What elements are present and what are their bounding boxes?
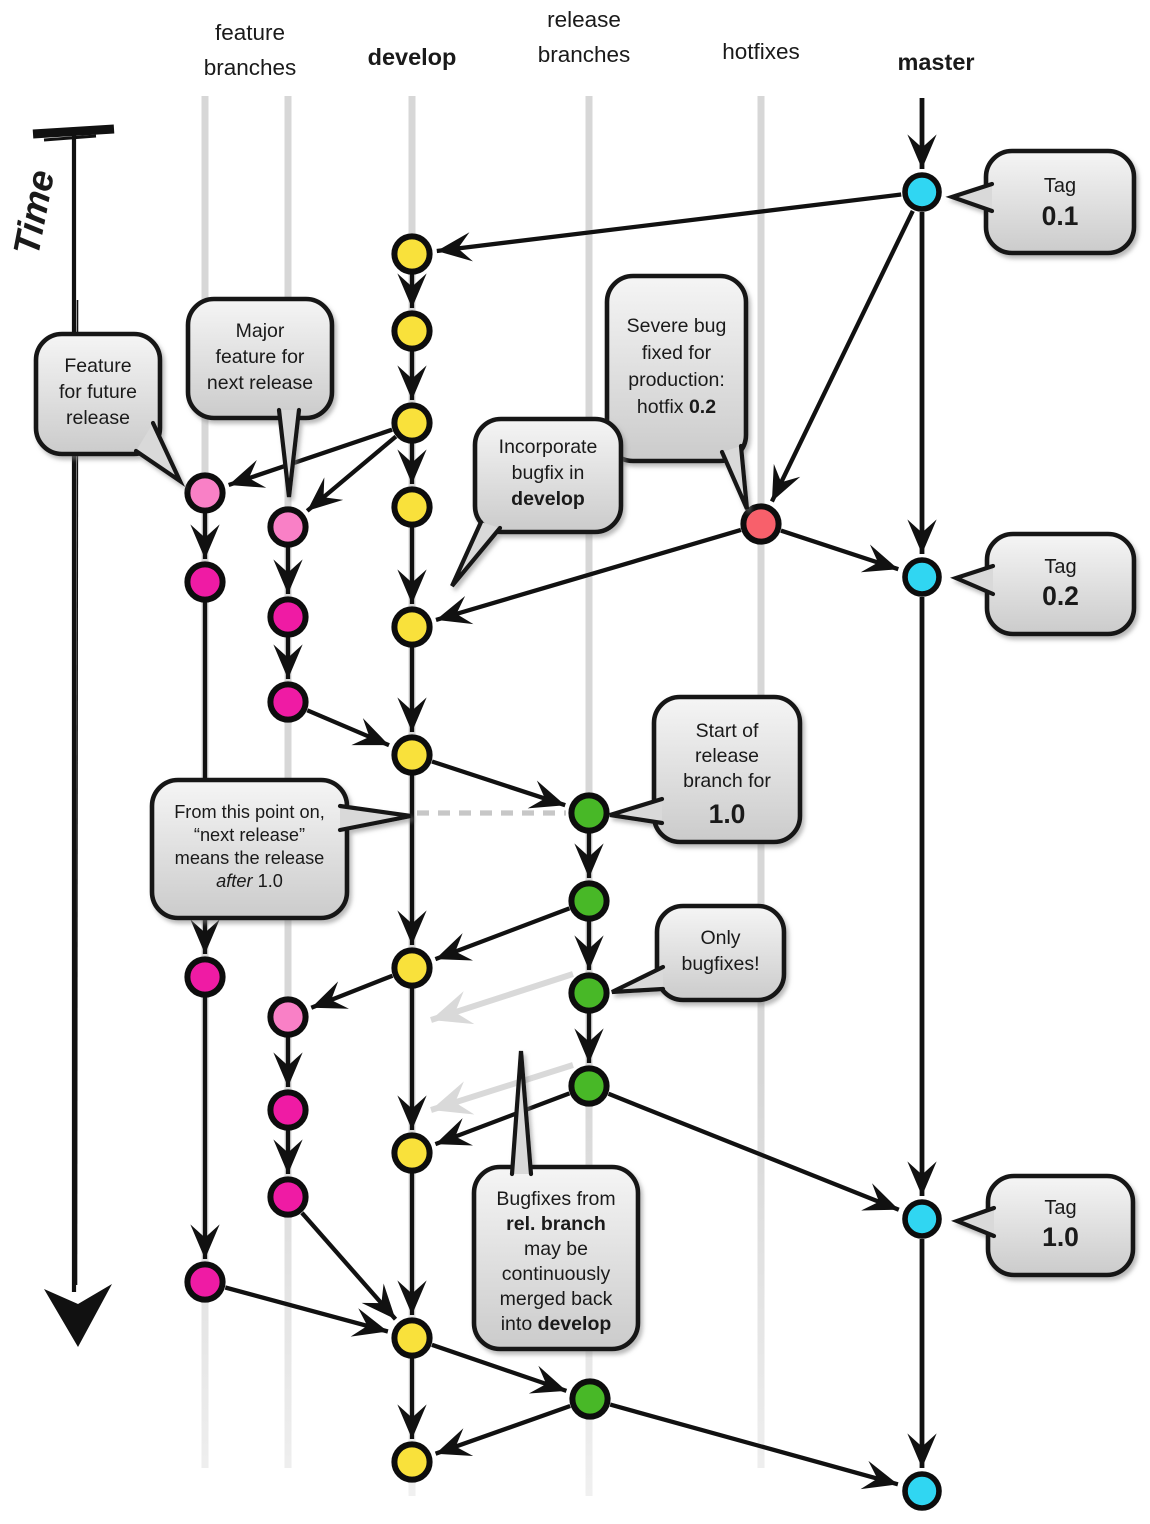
svg-text:Tag: Tag — [1044, 175, 1076, 197]
svg-text:develop: develop — [511, 488, 585, 510]
svg-text:merged back: merged back — [500, 1288, 613, 1310]
svg-text:Feature: Feature — [64, 355, 131, 377]
svg-text:branches: branches — [538, 42, 631, 67]
svg-text:fixed for: fixed for — [642, 342, 712, 364]
svg-text:develop: develop — [368, 44, 457, 70]
svg-text:hotfixes: hotfixes — [722, 39, 800, 64]
svg-text:1.0: 1.0 — [1042, 1222, 1079, 1252]
svg-text:rel. branch: rel. branch — [506, 1213, 606, 1235]
svg-text:Tag: Tag — [1044, 556, 1076, 578]
svg-text:Major: Major — [236, 320, 285, 342]
svg-text:“next release”: “next release” — [194, 825, 305, 845]
svg-text:for future: for future — [59, 381, 137, 403]
svg-text:From this point on,: From this point on, — [174, 802, 325, 822]
svg-text:bugfix in: bugfix in — [512, 462, 585, 484]
svg-text:Incorporate: Incorporate — [499, 436, 598, 458]
svg-text:hotfix 0.2: hotfix 0.2 — [637, 396, 716, 418]
svg-text:production:: production: — [628, 369, 724, 391]
svg-text:branches: branches — [204, 55, 297, 80]
svg-text:Severe bug: Severe bug — [627, 315, 727, 337]
svg-text:master: master — [897, 49, 974, 75]
svg-text:release: release — [547, 7, 621, 32]
svg-text:after 1.0: after 1.0 — [216, 871, 283, 891]
svg-text:Only: Only — [700, 927, 740, 949]
svg-text:feature: feature — [215, 20, 285, 45]
svg-text:0.2: 0.2 — [1042, 581, 1079, 611]
svg-text:Start of: Start of — [696, 720, 759, 742]
svg-text:next release: next release — [207, 372, 313, 394]
svg-text:branch for: branch for — [683, 770, 771, 792]
svg-text:feature for: feature for — [216, 346, 305, 368]
svg-text:1.0: 1.0 — [709, 799, 746, 829]
svg-text:release: release — [66, 407, 130, 429]
svg-text:Tag: Tag — [1044, 1197, 1076, 1219]
svg-text:into develop: into develop — [501, 1313, 612, 1335]
svg-text:0.1: 0.1 — [1042, 201, 1079, 231]
svg-text:Bugfixes from: Bugfixes from — [496, 1188, 615, 1210]
svg-text:continuously: continuously — [502, 1263, 611, 1285]
svg-text:may be: may be — [524, 1238, 588, 1260]
svg-text:bugfixes!: bugfixes! — [681, 953, 759, 975]
svg-text:means the release: means the release — [175, 848, 325, 868]
svg-text:release: release — [695, 745, 759, 767]
